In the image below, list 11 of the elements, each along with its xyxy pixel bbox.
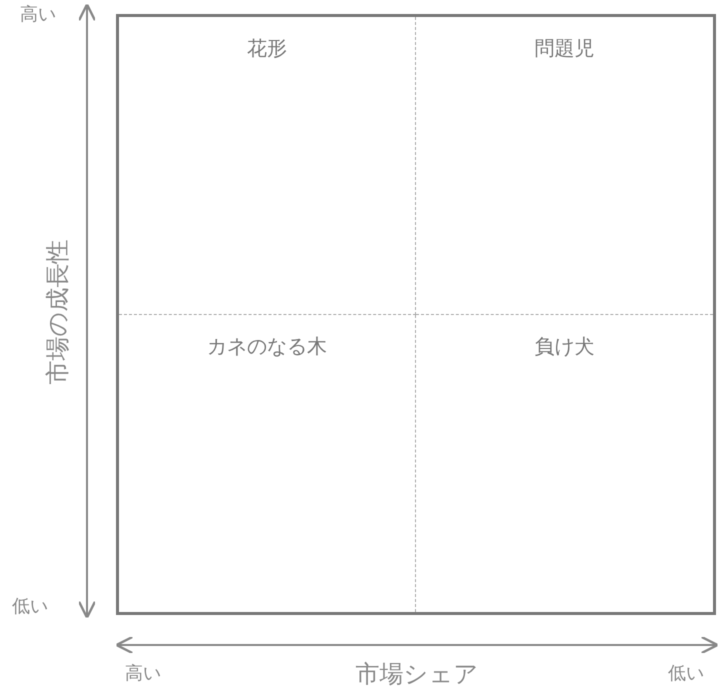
axis-end-label: 低い <box>12 598 48 616</box>
quadrant-label: 花形 <box>246 35 288 62</box>
axis-title: 市場シェア <box>356 662 478 686</box>
matrix-quadrant <box>119 17 416 314</box>
axis-end-label: 高い <box>125 665 161 683</box>
axis-end-label: 高い <box>20 6 56 24</box>
quadrant-label: カネのなる木 <box>206 332 328 360</box>
quadrant-label: 問題児 <box>534 35 596 62</box>
axis-end-label: 低い <box>668 665 704 683</box>
axis-title: 市場の成長性 <box>45 240 69 384</box>
quadrant-label: 負け犬 <box>534 332 596 360</box>
